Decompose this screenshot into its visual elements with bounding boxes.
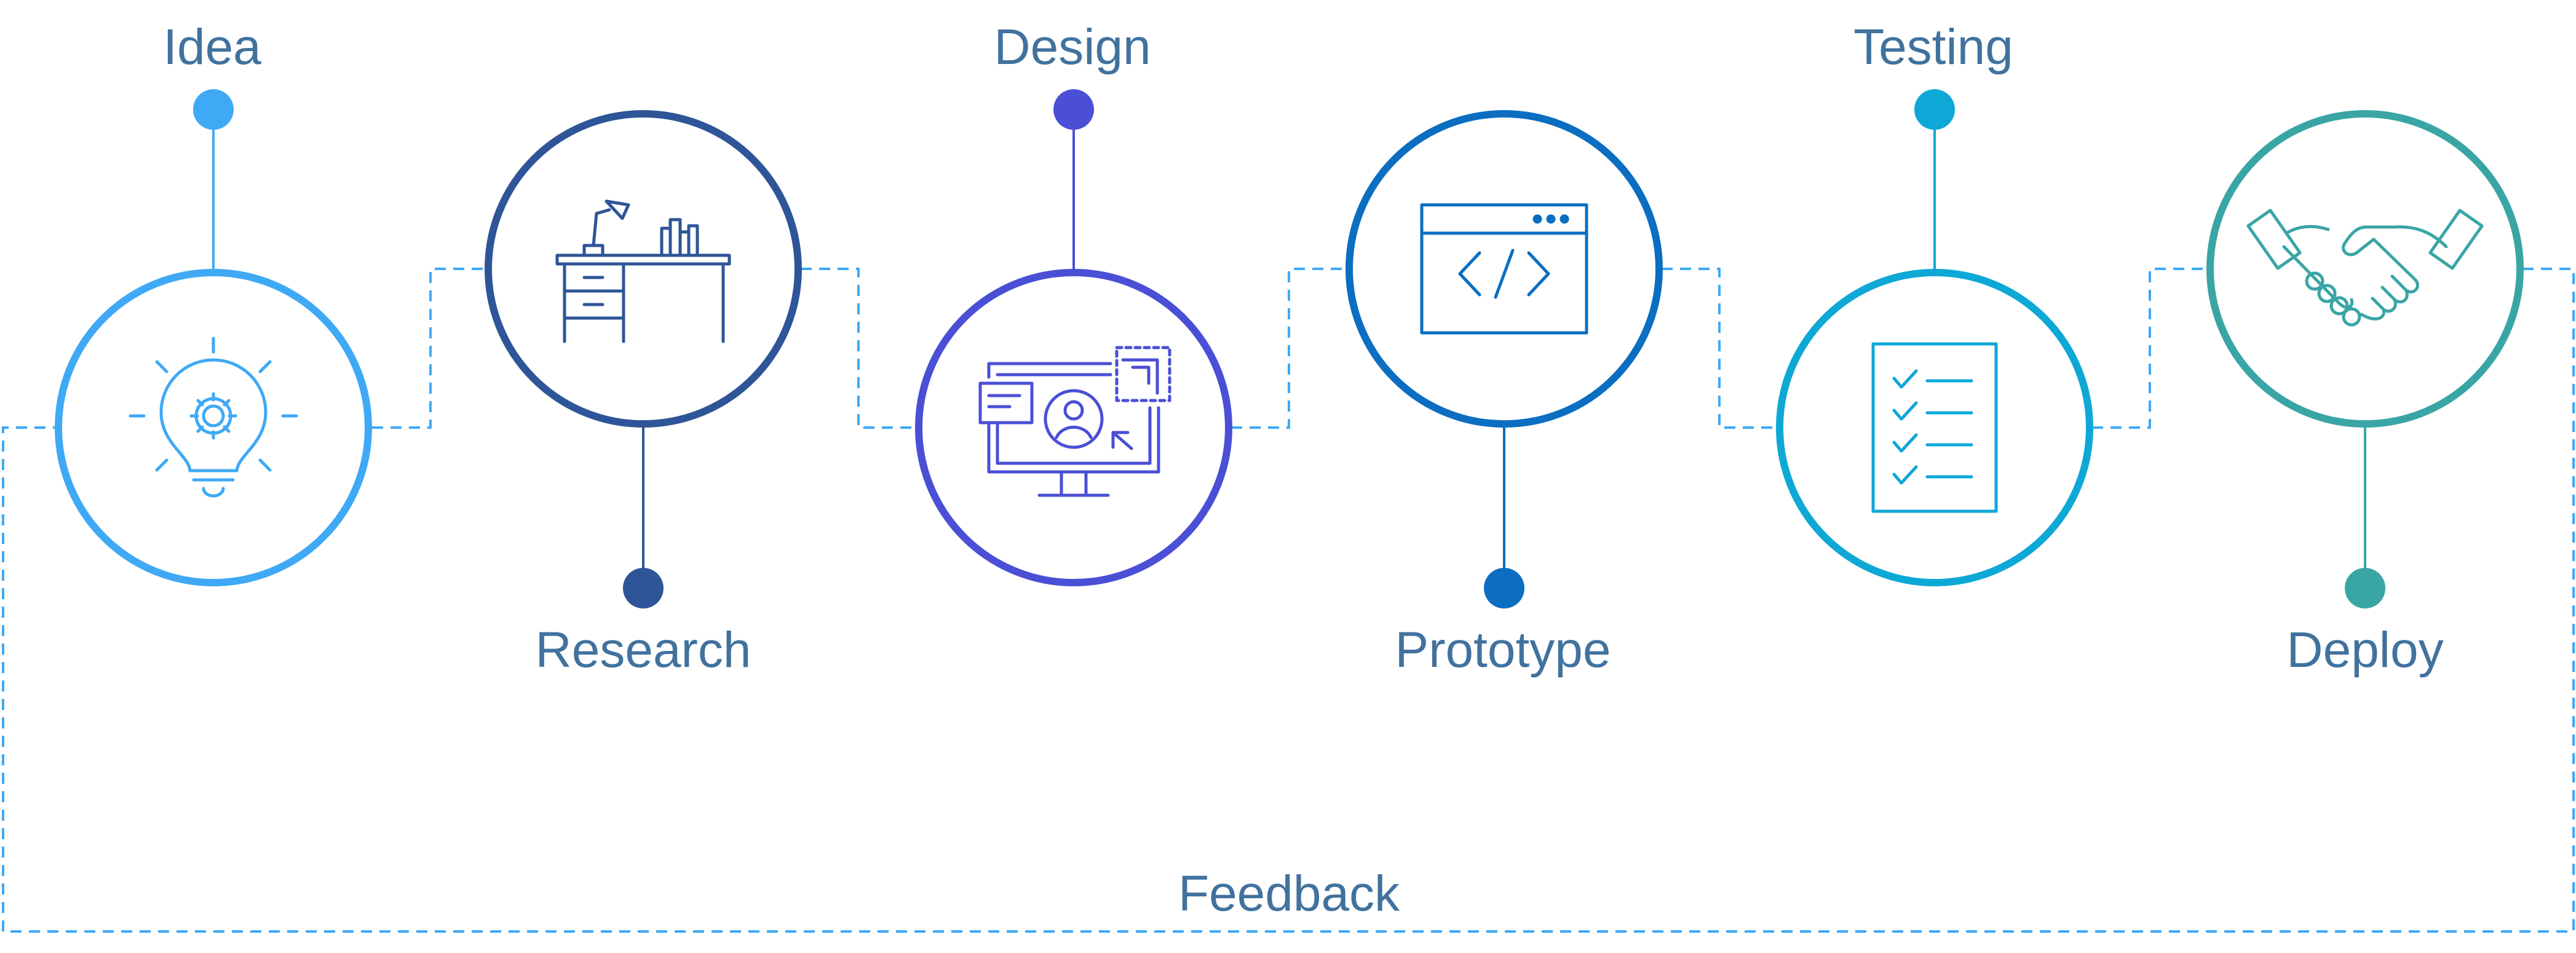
label-deploy: Deploy bbox=[2286, 622, 2443, 678]
label-feedback: Feedback bbox=[1178, 866, 1400, 922]
connector-testing-deploy bbox=[2092, 268, 2208, 429]
connector-design-prototype bbox=[1231, 268, 1347, 429]
dot-idea bbox=[193, 89, 234, 130]
handshake-icon bbox=[2246, 209, 2484, 327]
label-testing: Testing bbox=[1853, 19, 2013, 75]
code-window-icon bbox=[1420, 203, 1588, 335]
stem-dots bbox=[193, 89, 2385, 608]
stems bbox=[212, 110, 2366, 588]
connector-idea-research bbox=[372, 268, 486, 429]
circle-testing bbox=[1776, 269, 2093, 586]
connectors bbox=[2, 268, 2575, 933]
dot-testing bbox=[1914, 89, 1955, 130]
dot-research bbox=[623, 568, 664, 608]
checklist-icon bbox=[1871, 342, 1998, 513]
dot-deploy bbox=[2345, 568, 2385, 608]
circle-research bbox=[485, 110, 802, 428]
stage-labels: Idea Research Design Prototype Testing D… bbox=[163, 19, 2443, 922]
feedback-loop bbox=[2, 268, 2575, 933]
connector-prototype-testing bbox=[1662, 268, 1777, 429]
lightbulb-gear-icon bbox=[129, 337, 298, 498]
label-idea: Idea bbox=[163, 19, 261, 75]
circle-deploy bbox=[2206, 110, 2524, 428]
desk-lamp-icon bbox=[555, 199, 731, 343]
circle-idea bbox=[55, 269, 372, 586]
label-prototype: Prototype bbox=[1395, 622, 1611, 678]
monitor-user-design-icon bbox=[978, 346, 1171, 497]
connector-research-design bbox=[801, 268, 916, 429]
dot-design bbox=[1053, 89, 1094, 130]
circle-prototype bbox=[1345, 110, 1663, 428]
label-research: Research bbox=[536, 622, 751, 678]
label-design: Design bbox=[994, 19, 1151, 75]
dot-prototype bbox=[1484, 568, 1524, 608]
